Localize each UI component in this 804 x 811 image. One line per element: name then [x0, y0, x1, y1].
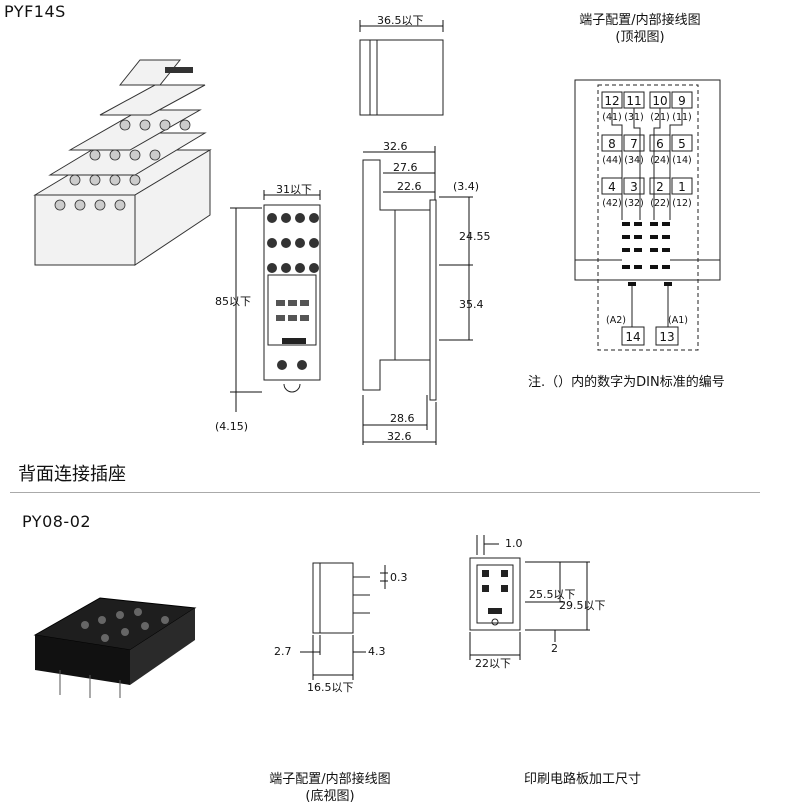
- terminal-14: 14: [625, 330, 640, 344]
- terminal-9: 9: [678, 94, 686, 108]
- wiring-note: 注.（）内的数字为DIN标准的编号: [528, 375, 725, 390]
- model-label-py08-02: PY08-02: [22, 512, 92, 531]
- terminal-3: 3: [630, 180, 638, 194]
- terminal-6: 6: [656, 137, 664, 151]
- din-44: (44): [602, 155, 622, 166]
- section-title: 背面连接插座: [18, 464, 126, 485]
- front-view-pyf14s: 31以下 85以下 (4.15): [215, 183, 321, 433]
- din-34: (34): [624, 155, 644, 166]
- terminal-10: 10: [652, 94, 667, 108]
- dim-base-a: 28.6: [390, 412, 415, 425]
- terminal-13: 13: [659, 330, 674, 344]
- dim-depth-c: 22.6: [397, 180, 422, 193]
- din-42: (42): [602, 198, 622, 209]
- din-22: (22): [650, 198, 670, 209]
- terminal-8: 8: [608, 137, 616, 151]
- terminal-4: 4: [608, 180, 616, 194]
- dim-h2: 35.4: [459, 298, 484, 311]
- dim-depth-c2: (3.4): [453, 180, 479, 193]
- top-view-pyf14s: 36.5以下: [359, 14, 444, 116]
- din-12: (12): [672, 198, 692, 209]
- dim-width-py08: 22以下: [475, 657, 511, 670]
- dim-depth: 16.5以下: [307, 681, 354, 694]
- terminal-5: 5: [678, 137, 686, 151]
- din-32: (32): [624, 198, 644, 209]
- side-view-pyf14s: 32.6 27.6 22.6 (3.4) 24.55 35.4 28.6 32.…: [362, 140, 491, 445]
- dim-h1: 24.55: [459, 230, 491, 243]
- terminal-12: 12: [604, 94, 619, 108]
- din-a1: (A1): [668, 315, 688, 326]
- dim-pin: 0.3: [390, 571, 408, 584]
- dim-bottom-offset: (4.15): [215, 420, 248, 433]
- dim-depth-a: 32.6: [383, 140, 408, 153]
- dim-height-b: 29.5以下: [559, 599, 606, 612]
- din-a2: (A2): [606, 315, 626, 326]
- dim-pitch: 1.0: [505, 537, 523, 550]
- dim-height-a: 25.5以下: [529, 588, 576, 601]
- pcb-caption: 印刷电路板加工尺寸: [523, 772, 641, 787]
- terminal-11: 11: [626, 94, 641, 108]
- model-label-pyf14s: PYF14S: [4, 2, 66, 21]
- dim-width: 31以下: [276, 183, 312, 196]
- dim-depth-b: 27.6: [393, 161, 418, 174]
- din-24: (24): [650, 155, 670, 166]
- divider: [10, 492, 760, 493]
- terminal-1: 1: [678, 180, 686, 194]
- dim-left: 2.7: [274, 645, 292, 658]
- terminal-7: 7: [630, 137, 638, 151]
- terminal-2: 2: [656, 180, 664, 194]
- socket-illustration-pyf14s: [33, 59, 212, 266]
- dim-top-width: 36.5以下: [377, 14, 424, 27]
- wiring-title: 端子配置/内部接线图 (顶视图): [579, 13, 701, 45]
- bottom-wiring-caption: 端子配置/内部接线图 (底视图): [269, 772, 391, 804]
- front-view-py08-02: 1.0 25.5以下 29.5以下 22以下 2: [469, 535, 606, 670]
- dim-height: 85以下: [215, 295, 251, 308]
- dim-gap: 2: [551, 642, 558, 655]
- socket-illustration-py08-02: [33, 597, 197, 698]
- dim-base-b: 32.6: [387, 430, 412, 443]
- wiring-diagram-pyf14s: 12 11 10 9 8 7 6 5 4 3 2 1 14 13 (41) (3…: [574, 79, 721, 351]
- dim-right: 4.3: [368, 645, 386, 658]
- side-view-py08-02: 0.3 2.7 4.3 16.5以下: [274, 562, 408, 694]
- din-14: (14): [672, 155, 692, 166]
